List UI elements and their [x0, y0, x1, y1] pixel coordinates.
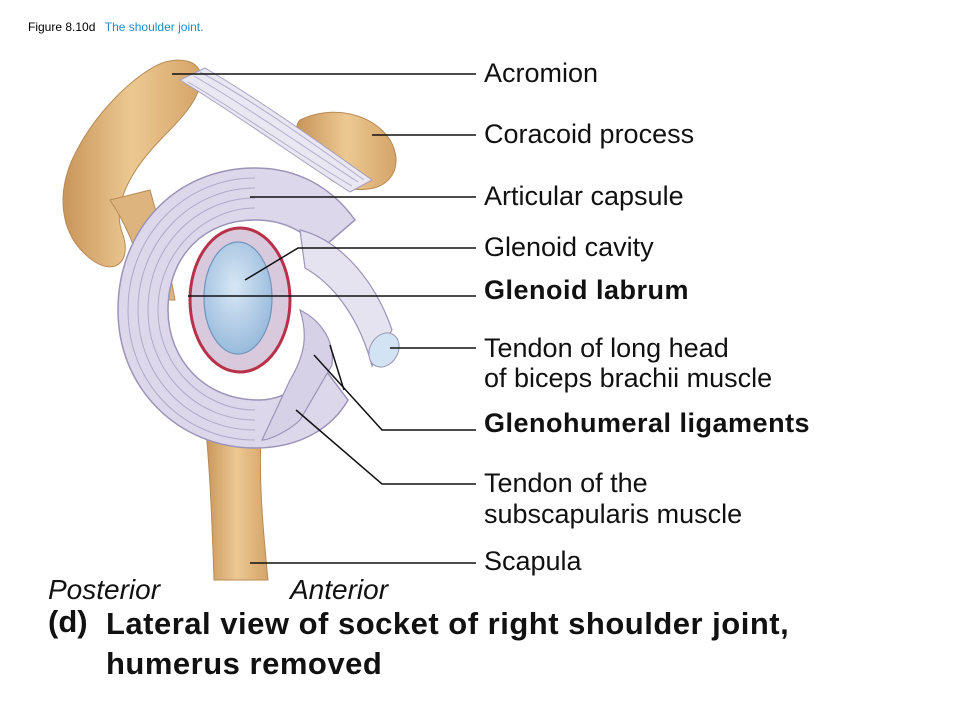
glenohumeral-folds [261, 308, 333, 441]
label-biceps-tendon-line1: Tendon of long head [484, 333, 729, 363]
orientation-anterior: Anterior [290, 574, 389, 605]
leader-lines [172, 73, 476, 564]
scapula-shaft [204, 419, 269, 581]
label-glenoid-cavity: Glenoid cavity [484, 232, 654, 262]
label-articular-capsule: Articular capsule [484, 181, 684, 211]
caption-text: Lateral view of socket of right shoulder… [106, 606, 790, 681]
coracoacromial-ligament [178, 67, 373, 193]
biceps-tendon-end [368, 332, 400, 368]
label-subscapularis-line1: Tendon of the [484, 468, 648, 498]
label-subscapularis-line2: subscapularis muscle [484, 499, 743, 529]
caption-letter: (d) [48, 604, 88, 639]
glenoid-cavity [203, 241, 273, 355]
label-biceps-tendon-line2: of biceps brachii muscle [484, 363, 773, 393]
figure-header: Figure 8.10d The shoulder joint. [28, 20, 203, 34]
label-scapula: Scapula [484, 546, 582, 576]
figure-number: Figure 8.10d [28, 20, 96, 34]
label-glenohumeral-ligaments: Glenohumeral ligaments [484, 408, 811, 438]
label-glenoid-labrum: Glenoid labrum [484, 275, 690, 305]
orientation-posterior: Posterior [48, 574, 161, 605]
label-acromion: Acromion [484, 58, 599, 88]
figure-title: The shoulder joint. [104, 20, 204, 34]
label-coracoid-process: Coracoid process [484, 119, 695, 149]
